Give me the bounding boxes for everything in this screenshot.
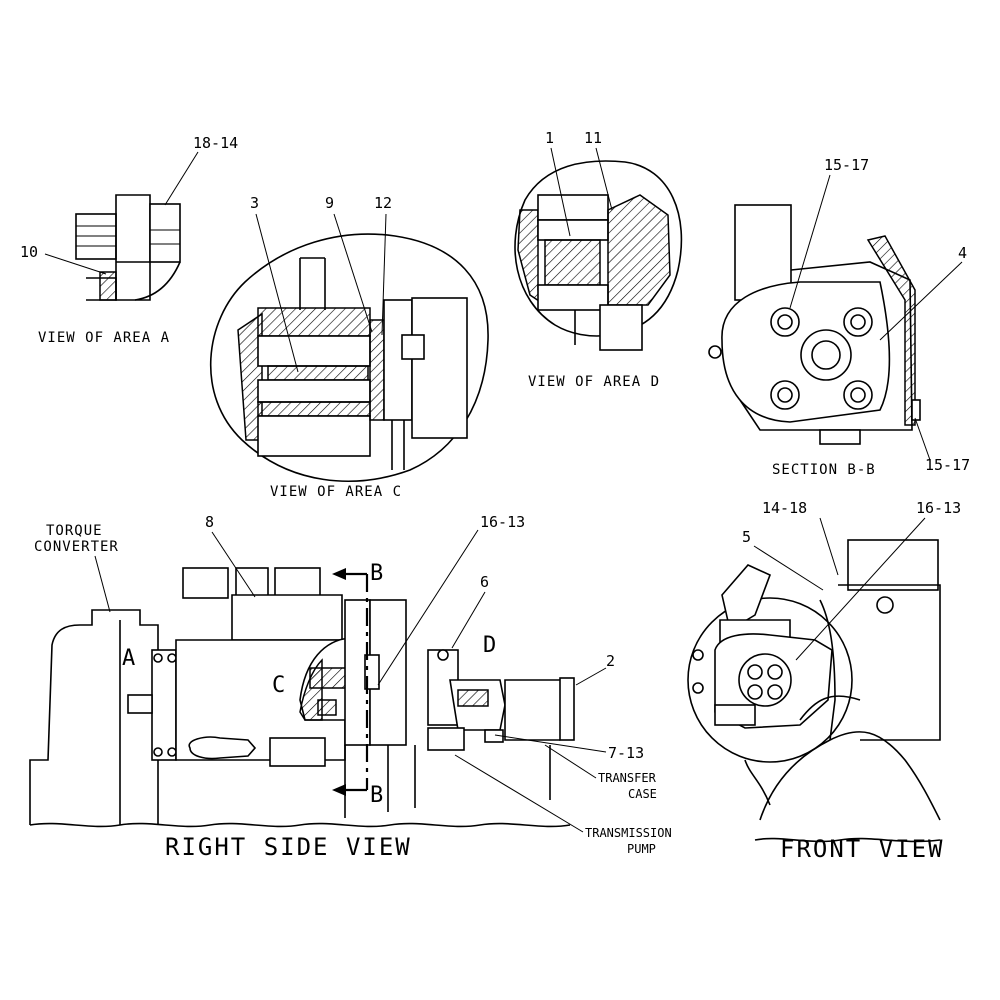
area-a-drawing [75,194,181,301]
area-letter-c: C [272,673,285,698]
caption-section-b-b: SECTION B-B [772,462,876,478]
label-case: CASE [628,787,657,801]
callout-16-13-front: 16-13 [916,499,961,517]
section-bb-drawing [708,204,921,445]
section-b-b: 15-17 4 15-17 SECTION B-B [708,156,970,478]
area-d-drawing [517,194,671,351]
section-mark-b-top: B [370,561,383,586]
callout-1: 1 [545,129,554,147]
callout-15-17-top: 15-17 [824,156,869,174]
area-letter-d: D [483,633,496,658]
callout-7-13: 7-13 [608,744,644,762]
view-area-d: 1 11 VIEW OF AREA D [514,129,683,390]
right-side-drawing [29,567,575,828]
callout-3: 3 [250,194,259,212]
caption-view-area-d: VIEW OF AREA D [528,374,660,390]
callout-15-17-bottom: 15-17 [925,456,970,474]
label-transmission: TRANSMISSION [585,826,672,840]
callout-14-18: 14-18 [762,499,807,517]
callout-16-13-right: 16-13 [480,513,525,531]
callout-5: 5 [742,528,751,546]
caption-right-side-view: RIGHT SIDE VIEW [165,833,412,861]
caption-view-area-c: VIEW OF AREA C [270,484,402,500]
front-view: 14-18 5 16-13 FRONT VIEW [687,499,961,863]
callout-9: 9 [325,194,334,212]
view-area-c: 3 9 12 VIEW OF AREA C [210,194,489,500]
callout-12: 12 [374,194,392,212]
label-transfer: TRANSFER [598,771,657,785]
right-side-view: TORQUE CONVERTER A C D B B 8 16-13 6 2 7… [29,513,672,861]
front-view-drawing [687,539,941,843]
callout-11: 11 [584,129,602,147]
caption-view-area-a: VIEW OF AREA A [38,330,170,346]
callout-18-14: 18-14 [193,134,238,152]
section-mark-b-bottom: B [370,783,383,808]
callout-6: 6 [480,573,489,591]
label-pump: PUMP [627,842,656,856]
callout-2: 2 [606,652,615,670]
area-c-drawing [237,257,468,470]
callout-8: 8 [205,513,214,531]
area-letter-a: A [122,646,135,671]
caption-front-view: FRONT VIEW [780,835,945,863]
callout-4: 4 [958,244,967,262]
label-converter: CONVERTER [34,539,119,555]
label-torque: TORQUE [46,523,103,539]
callout-10: 10 [20,243,38,261]
view-area-a: 18-14 10 VIEW OF AREA A [20,134,238,346]
